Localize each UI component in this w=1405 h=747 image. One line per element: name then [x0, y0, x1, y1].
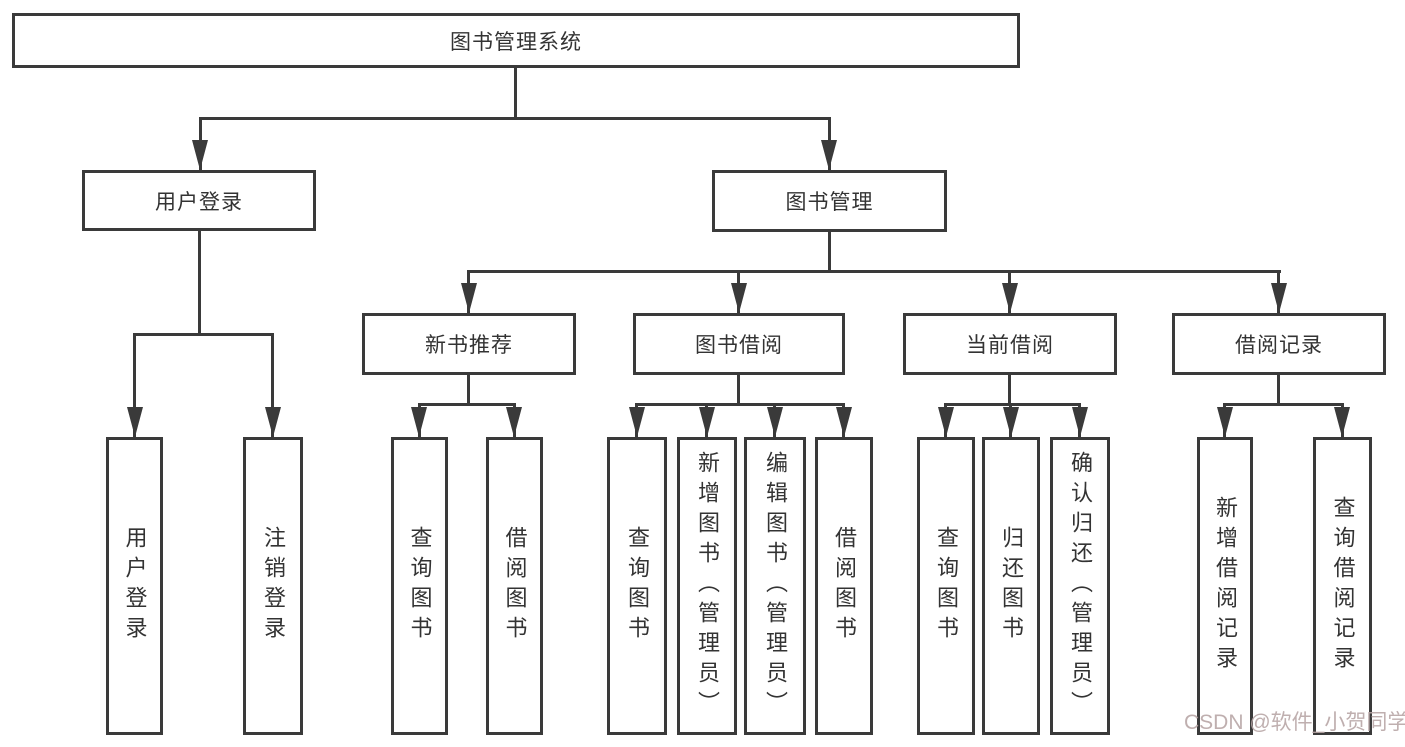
leaf-label: 借阅图书: [502, 526, 528, 646]
node-new-book-recommend: 新书推荐: [362, 313, 576, 375]
connector-line: [271, 333, 274, 437]
leaf-newbook-query-books: 查询图书: [391, 437, 448, 735]
leaf-label: 注销登录: [261, 526, 286, 646]
node-book-management: 图书管理: [712, 170, 947, 232]
leaf-label: 查询图书: [934, 526, 959, 646]
leaf-borrow-query-books: 查询图书: [607, 437, 667, 735]
connector-line: [514, 68, 517, 118]
node-book-borrow: 图书借阅: [633, 313, 845, 375]
arrow-down-icon: [1072, 407, 1088, 437]
leaf-newbook-borrow-books: 借阅图书: [486, 437, 543, 735]
leaf-current-query-books: 查询图书: [917, 437, 975, 735]
connector-line: [133, 333, 136, 437]
leaf-current-return-books: 归还图书: [982, 437, 1040, 735]
leaf-label: 查询借阅记录: [1330, 496, 1356, 676]
connector-line: [1008, 375, 1011, 405]
leaf-current-confirm-return-admin: 确认归还（管理员）: [1050, 437, 1110, 735]
arrow-down-icon: [192, 140, 208, 170]
node-root: 图书管理系统: [12, 13, 1020, 68]
connector-line: [635, 403, 845, 406]
connector-line: [467, 375, 470, 405]
leaf-borrow-edit-books-admin: 编辑图书（管理员）: [744, 437, 806, 735]
arrow-down-icon: [1217, 407, 1233, 437]
arrow-down-icon: [461, 283, 477, 313]
arrow-down-icon: [731, 283, 747, 313]
node-user-login: 用户登录: [82, 170, 316, 231]
arrow-down-icon: [629, 407, 645, 437]
arrow-down-icon: [836, 407, 852, 437]
arrow-down-icon: [127, 407, 143, 437]
leaf-label: 用户登录: [122, 526, 148, 646]
connector-line: [198, 231, 201, 335]
connector-line: [199, 117, 831, 120]
arrow-down-icon: [1271, 283, 1287, 313]
arrow-down-icon: [821, 140, 837, 170]
node-borrow-records: 借阅记录: [1172, 313, 1386, 375]
leaf-label: 归还图书: [999, 526, 1024, 646]
leaf-borrow-borrow-books: 借阅图书: [815, 437, 873, 735]
arrow-down-icon: [1334, 407, 1350, 437]
leaf-label: 查询图书: [625, 526, 650, 646]
leaf-records-query-record: 查询借阅记录: [1313, 437, 1372, 735]
arrow-down-icon: [506, 407, 522, 437]
arrow-down-icon: [699, 407, 715, 437]
connector-line: [828, 232, 831, 272]
leaf-records-add-record: 新增借阅记录: [1197, 437, 1253, 735]
node-current-borrow: 当前借阅: [903, 313, 1117, 375]
arrow-down-icon: [1003, 407, 1019, 437]
arrow-down-icon: [1002, 283, 1018, 313]
leaf-borrow-add-books-admin: 新增图书（管理员）: [677, 437, 737, 735]
leaf-label: 新增借阅记录: [1213, 496, 1238, 676]
connector-line: [1223, 403, 1343, 406]
leaf-label: 编辑图书（管理员）: [763, 451, 788, 721]
connector-line: [944, 403, 1081, 406]
arrow-down-icon: [767, 407, 783, 437]
leaf-label: 借阅图书: [832, 526, 857, 646]
leaf-label: 确认归还（管理员）: [1068, 451, 1093, 721]
connector-line: [737, 375, 740, 405]
leaf-label: 查询图书: [407, 526, 433, 646]
leaf-logout: 注销登录: [243, 437, 303, 735]
arrow-down-icon: [265, 407, 281, 437]
leaf-user-login: 用户登录: [106, 437, 163, 735]
csdn-watermark: CSDN @软件_小贺同学: [1184, 711, 1405, 734]
connector-line: [418, 403, 516, 406]
arrow-down-icon: [938, 407, 954, 437]
connector-line: [467, 270, 1281, 273]
leaf-label: 新增图书（管理员）: [695, 451, 720, 721]
connector-line: [1277, 375, 1280, 405]
arrow-down-icon: [411, 407, 427, 437]
connector-line: [133, 333, 274, 336]
